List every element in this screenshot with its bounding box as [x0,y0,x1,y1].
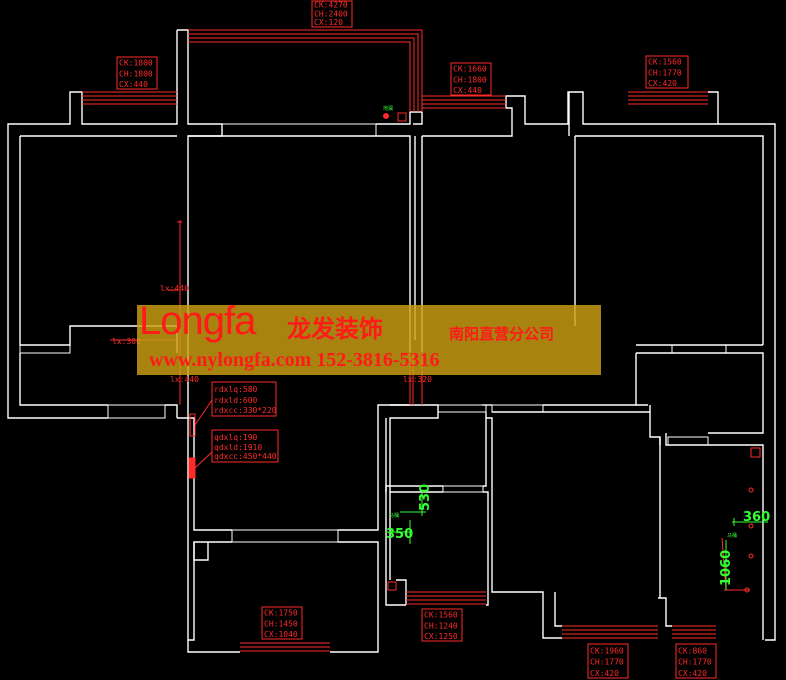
window-tag-line: CK:1800 [119,59,153,68]
dim-360: 360 [743,510,770,525]
window-tag-line: CX:440 [453,86,482,95]
fixture2-line1: qdxlq:190 [214,433,258,442]
fixture2-line3: qdxcc:450*440 [214,452,277,461]
window-tag-line: CX:420 [590,669,619,678]
lx320: lx:320 [403,375,432,384]
website-phone: www.nylongfa.com 152-3816-5316 [149,349,440,371]
window-tag-line: CK:1560 [424,611,458,620]
fixture1-line3: rdxcc:330*220 [214,406,277,415]
window-tag-line: CH:1770 [590,658,624,667]
window-tag-box [311,0,353,28]
dim-350: 350 [386,527,413,542]
lx440-top: lx:440 [160,284,189,293]
window-tag-line: CH:1770 [678,658,712,667]
window-tag-box [645,55,689,89]
watermark-banner: Longfa 龙发装饰 南阳直营分公司 www.nylongfa.com 152… [137,299,601,375]
small-label-c: 马桶 [727,532,737,539]
window-tag-box [675,643,717,679]
window-tag-line: CH:1770 [648,68,682,77]
small-label-a: 地漏 [383,105,393,112]
window-tag-line: CH:1800 [119,69,153,78]
windows [82,29,716,652]
fixture1-line1: rdxlq:580 [214,385,258,394]
window-tag-line: CK:1960 [590,646,624,655]
window-tag-line: CX:420 [648,79,677,88]
window-tags: CK:4270CH:2400CX:120CK:1800CH:1800CX:440… [116,0,717,679]
window-tag-line: CX:1040 [264,630,298,639]
window-tag-line: CH:1800 [453,75,487,84]
small-green-labels: 地漏 马桶 马桶 [383,105,737,539]
window-tag-box [450,62,492,96]
small-label-b: 马桶 [389,512,399,519]
logo-text: Longfa [139,299,256,343]
lx300: lx:300 [112,337,141,346]
fixtures [188,112,761,593]
window-tag-line: CH:2400 [314,9,348,18]
window-tag-box [116,56,158,90]
window-tag-line: CK:1560 [648,58,682,67]
window-tag-line: CX:440 [119,80,148,89]
door-openings [19,123,727,543]
window-tag-line: CK:860 [678,646,707,655]
window-tag-line: CK:1750 [264,609,298,618]
logo-cn: 龙发装饰 [287,315,383,343]
dimension-lines [385,490,768,590]
dimension-labels: 530 350 360 1060 [386,484,770,586]
window-tag-box [421,608,463,642]
window-tag-line: CK:4270 [314,1,348,10]
window-tag-line: CH:1450 [264,619,298,628]
marker-icon [383,113,389,119]
dim-1060: 1060 [719,550,734,586]
window-tag-line: CH:1240 [424,621,458,630]
dim-530: 530 [418,484,433,511]
walls [7,29,776,653]
window-tag-line: CK:1660 [453,65,487,74]
window-tag-line: CX:1250 [424,632,458,641]
window-tag-box [261,606,303,640]
lx440-bottom: lx:440 [170,375,199,384]
window-tag-line: CX:420 [678,669,707,678]
fixture-labels: rdxlq:580 rdxld:600 rdxcc:330*220 qdxlq:… [112,284,432,461]
fixture2-line2: qdxld:1910 [214,443,262,452]
window-tag-box [587,643,629,679]
branch-name: 南阳直营分公司 [449,325,555,343]
window-tag-line: CX:120 [314,18,343,27]
fixture1-line2: rdxld:600 [214,396,258,405]
